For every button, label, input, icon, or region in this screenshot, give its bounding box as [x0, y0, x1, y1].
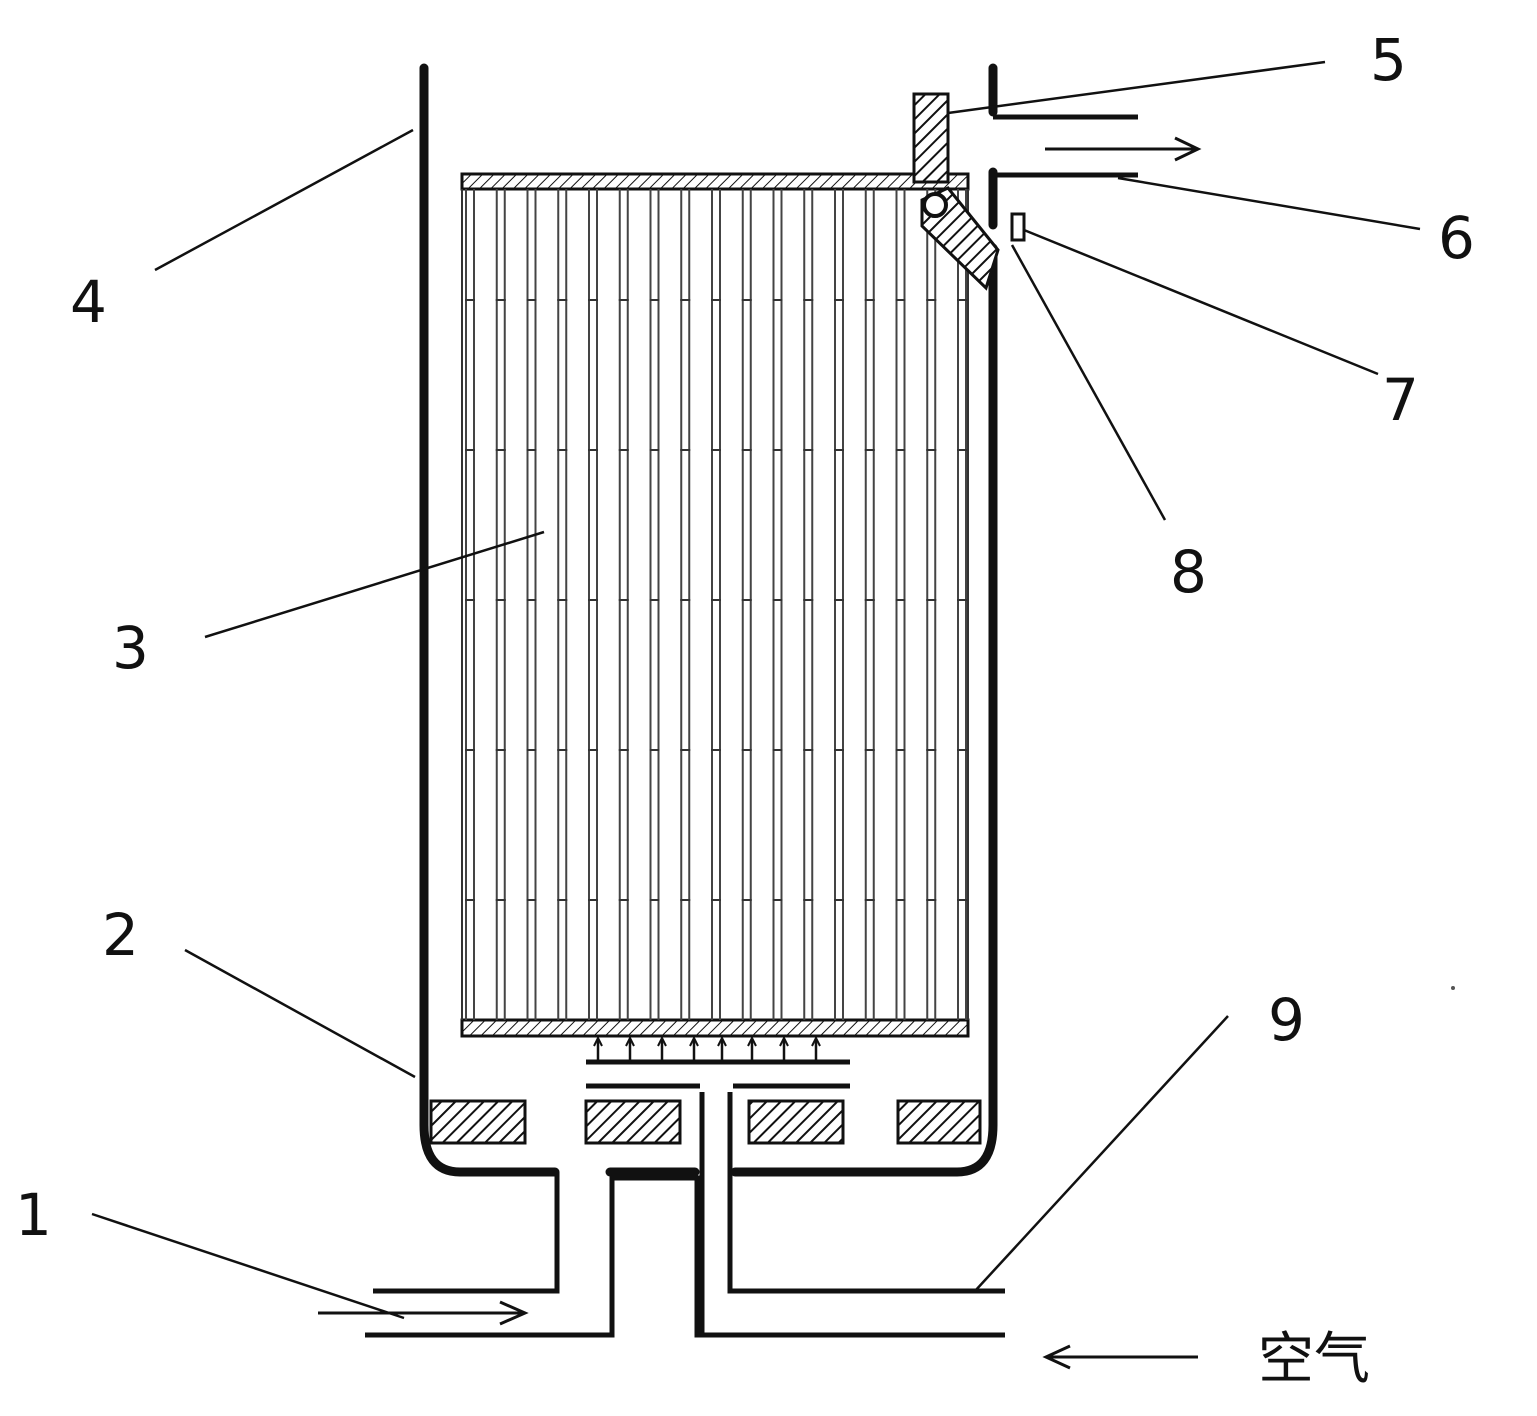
tube-bundle: [460, 172, 970, 1038]
riser-arrow-icon: [657, 1035, 667, 1047]
label-1: 1: [15, 1181, 52, 1249]
top-tube-sheet: [460, 172, 970, 191]
leader-4: [154, 128, 414, 272]
riser-arrow-icon: [593, 1035, 603, 1047]
leader-7: [1023, 228, 1379, 376]
label-6: 6: [1438, 204, 1475, 272]
gas-distributor: [586, 1035, 850, 1089]
insulation-block-3: [747, 1099, 845, 1145]
tube-segment-marks: [465, 299, 967, 901]
tube-set: [465, 189, 967, 1020]
riser-arrow-icon: [625, 1035, 635, 1047]
label-7: 7: [1382, 366, 1419, 434]
bottom-tube-sheet: [460, 1018, 970, 1038]
label-2: 2: [102, 901, 139, 969]
riser-arrow-icon: [689, 1035, 699, 1047]
label-5: 5: [1370, 26, 1407, 94]
outlet-arrow-icon: [1045, 136, 1202, 162]
leader-5: [947, 60, 1326, 115]
vessel-wall: [419, 63, 560, 1177]
riser-arrow-icon: [811, 1035, 821, 1047]
insulation-block-1: [429, 1099, 527, 1145]
feed-inlet-pipe: [365, 1092, 1005, 1338]
riser-arrow-icon: [747, 1035, 757, 1047]
leader-2: [184, 948, 416, 1079]
speck: [1451, 986, 1455, 990]
leader-6: [1117, 176, 1421, 231]
insulation-block-2: [584, 1099, 682, 1145]
latch: [1010, 212, 1026, 242]
leader-1: [91, 1212, 405, 1320]
air-arrow-icon: [1042, 1344, 1198, 1370]
distributor-risers: [593, 1035, 821, 1062]
riser-arrow-icon: [717, 1035, 727, 1047]
insulation-block-4: [896, 1099, 982, 1145]
leader-9: [974, 1015, 1229, 1292]
leader-3: [204, 530, 545, 639]
label-3: 3: [112, 614, 149, 682]
vessel-wall-right-main: [730, 243, 998, 1177]
leader-8: [1010, 244, 1167, 521]
label-4: 4: [70, 268, 107, 336]
label-air: 空气: [1258, 1327, 1370, 1392]
label-9: 9: [1268, 986, 1305, 1054]
riser-arrow-icon: [779, 1035, 789, 1047]
label-8: 8: [1170, 538, 1207, 606]
hinged-flap: [912, 92, 1026, 291]
feed-arrow-icon: [318, 1300, 529, 1326]
